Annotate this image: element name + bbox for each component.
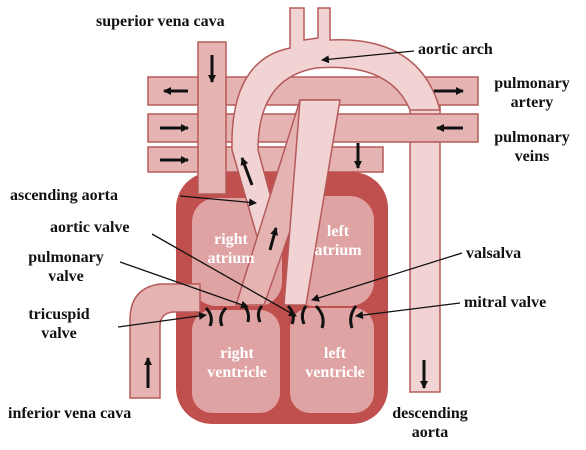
label-mitral-valve: mitral valve bbox=[464, 293, 546, 312]
label-pulmonary-artery-line1: pulmonary bbox=[480, 74, 584, 93]
label-pulmonary-valve-line1: pulmonary bbox=[6, 248, 126, 267]
label-tricuspid-valve: tricuspid valve bbox=[4, 305, 114, 343]
label-pulmonary-artery: pulmonary artery bbox=[480, 74, 584, 112]
label-right-ventricle-line2: ventricle bbox=[192, 363, 282, 382]
label-pulmonary-valve-line2: valve bbox=[6, 267, 126, 286]
label-aortic-valve: aortic valve bbox=[50, 218, 130, 237]
label-right-ventricle: right ventricle bbox=[192, 344, 282, 382]
label-right-atrium-line1: right bbox=[194, 230, 268, 249]
label-aortic-arch: aortic arch bbox=[418, 40, 493, 59]
label-left-atrium: left atrium bbox=[300, 222, 376, 260]
label-pulmonary-veins-line2: veins bbox=[480, 147, 584, 166]
label-valsalva: valsalva bbox=[466, 244, 521, 263]
label-right-atrium-line2: atrium bbox=[194, 249, 268, 268]
label-descending-aorta-line2: aorta bbox=[380, 423, 480, 442]
label-tricuspid-valve-line1: tricuspid bbox=[4, 305, 114, 324]
label-pulmonary-artery-line2: artery bbox=[480, 93, 584, 112]
label-right-ventricle-line1: right bbox=[192, 344, 282, 363]
label-superior-vena-cava: superior vena cava bbox=[96, 12, 225, 31]
label-pulmonary-veins: pulmonary veins bbox=[480, 128, 584, 166]
label-descending-aorta: descending aorta bbox=[380, 404, 480, 442]
label-descending-aorta-line1: descending bbox=[380, 404, 480, 423]
label-left-atrium-line2: atrium bbox=[300, 241, 376, 260]
label-left-ventricle: left ventricle bbox=[290, 344, 380, 382]
label-left-ventricle-line2: ventricle bbox=[290, 363, 380, 382]
label-tricuspid-valve-line2: valve bbox=[4, 324, 114, 343]
label-left-atrium-line1: left bbox=[300, 222, 376, 241]
label-left-ventricle-line1: left bbox=[290, 344, 380, 363]
label-inferior-vena-cava: inferior vena cava bbox=[8, 404, 131, 423]
label-ascending-aorta: ascending aorta bbox=[10, 186, 118, 205]
label-pulmonary-veins-line1: pulmonary bbox=[480, 128, 584, 147]
label-right-atrium: right atrium bbox=[194, 230, 268, 268]
label-pulmonary-valve: pulmonary valve bbox=[6, 248, 126, 286]
